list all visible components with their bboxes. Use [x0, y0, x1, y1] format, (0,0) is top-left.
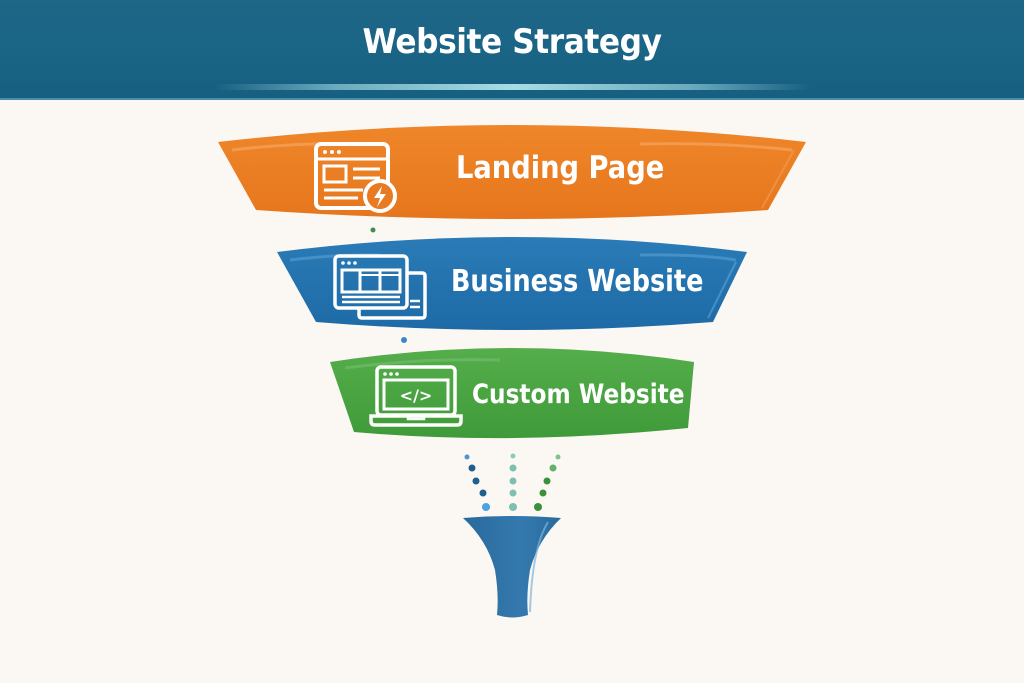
laptop-code-icon: </>	[369, 365, 463, 427]
multi-window-website-icon	[333, 254, 427, 320]
connector-dot	[370, 227, 376, 233]
page-title: Website Strategy	[362, 22, 662, 62]
tier-label-business-website: Business Website	[451, 264, 704, 299]
tier-label-custom-website: Custom Website	[472, 379, 685, 410]
header-banner: Website Strategy	[0, 0, 1024, 100]
svg-text:</>: </>	[400, 386, 433, 405]
flow-dots	[464, 453, 561, 511]
header-underline-glow	[215, 84, 810, 90]
output-funnel-icon	[463, 516, 561, 618]
tier-label-landing-page: Landing Page	[456, 150, 665, 186]
landing-page-lightning-icon	[314, 142, 397, 213]
connector-dot	[401, 337, 407, 343]
